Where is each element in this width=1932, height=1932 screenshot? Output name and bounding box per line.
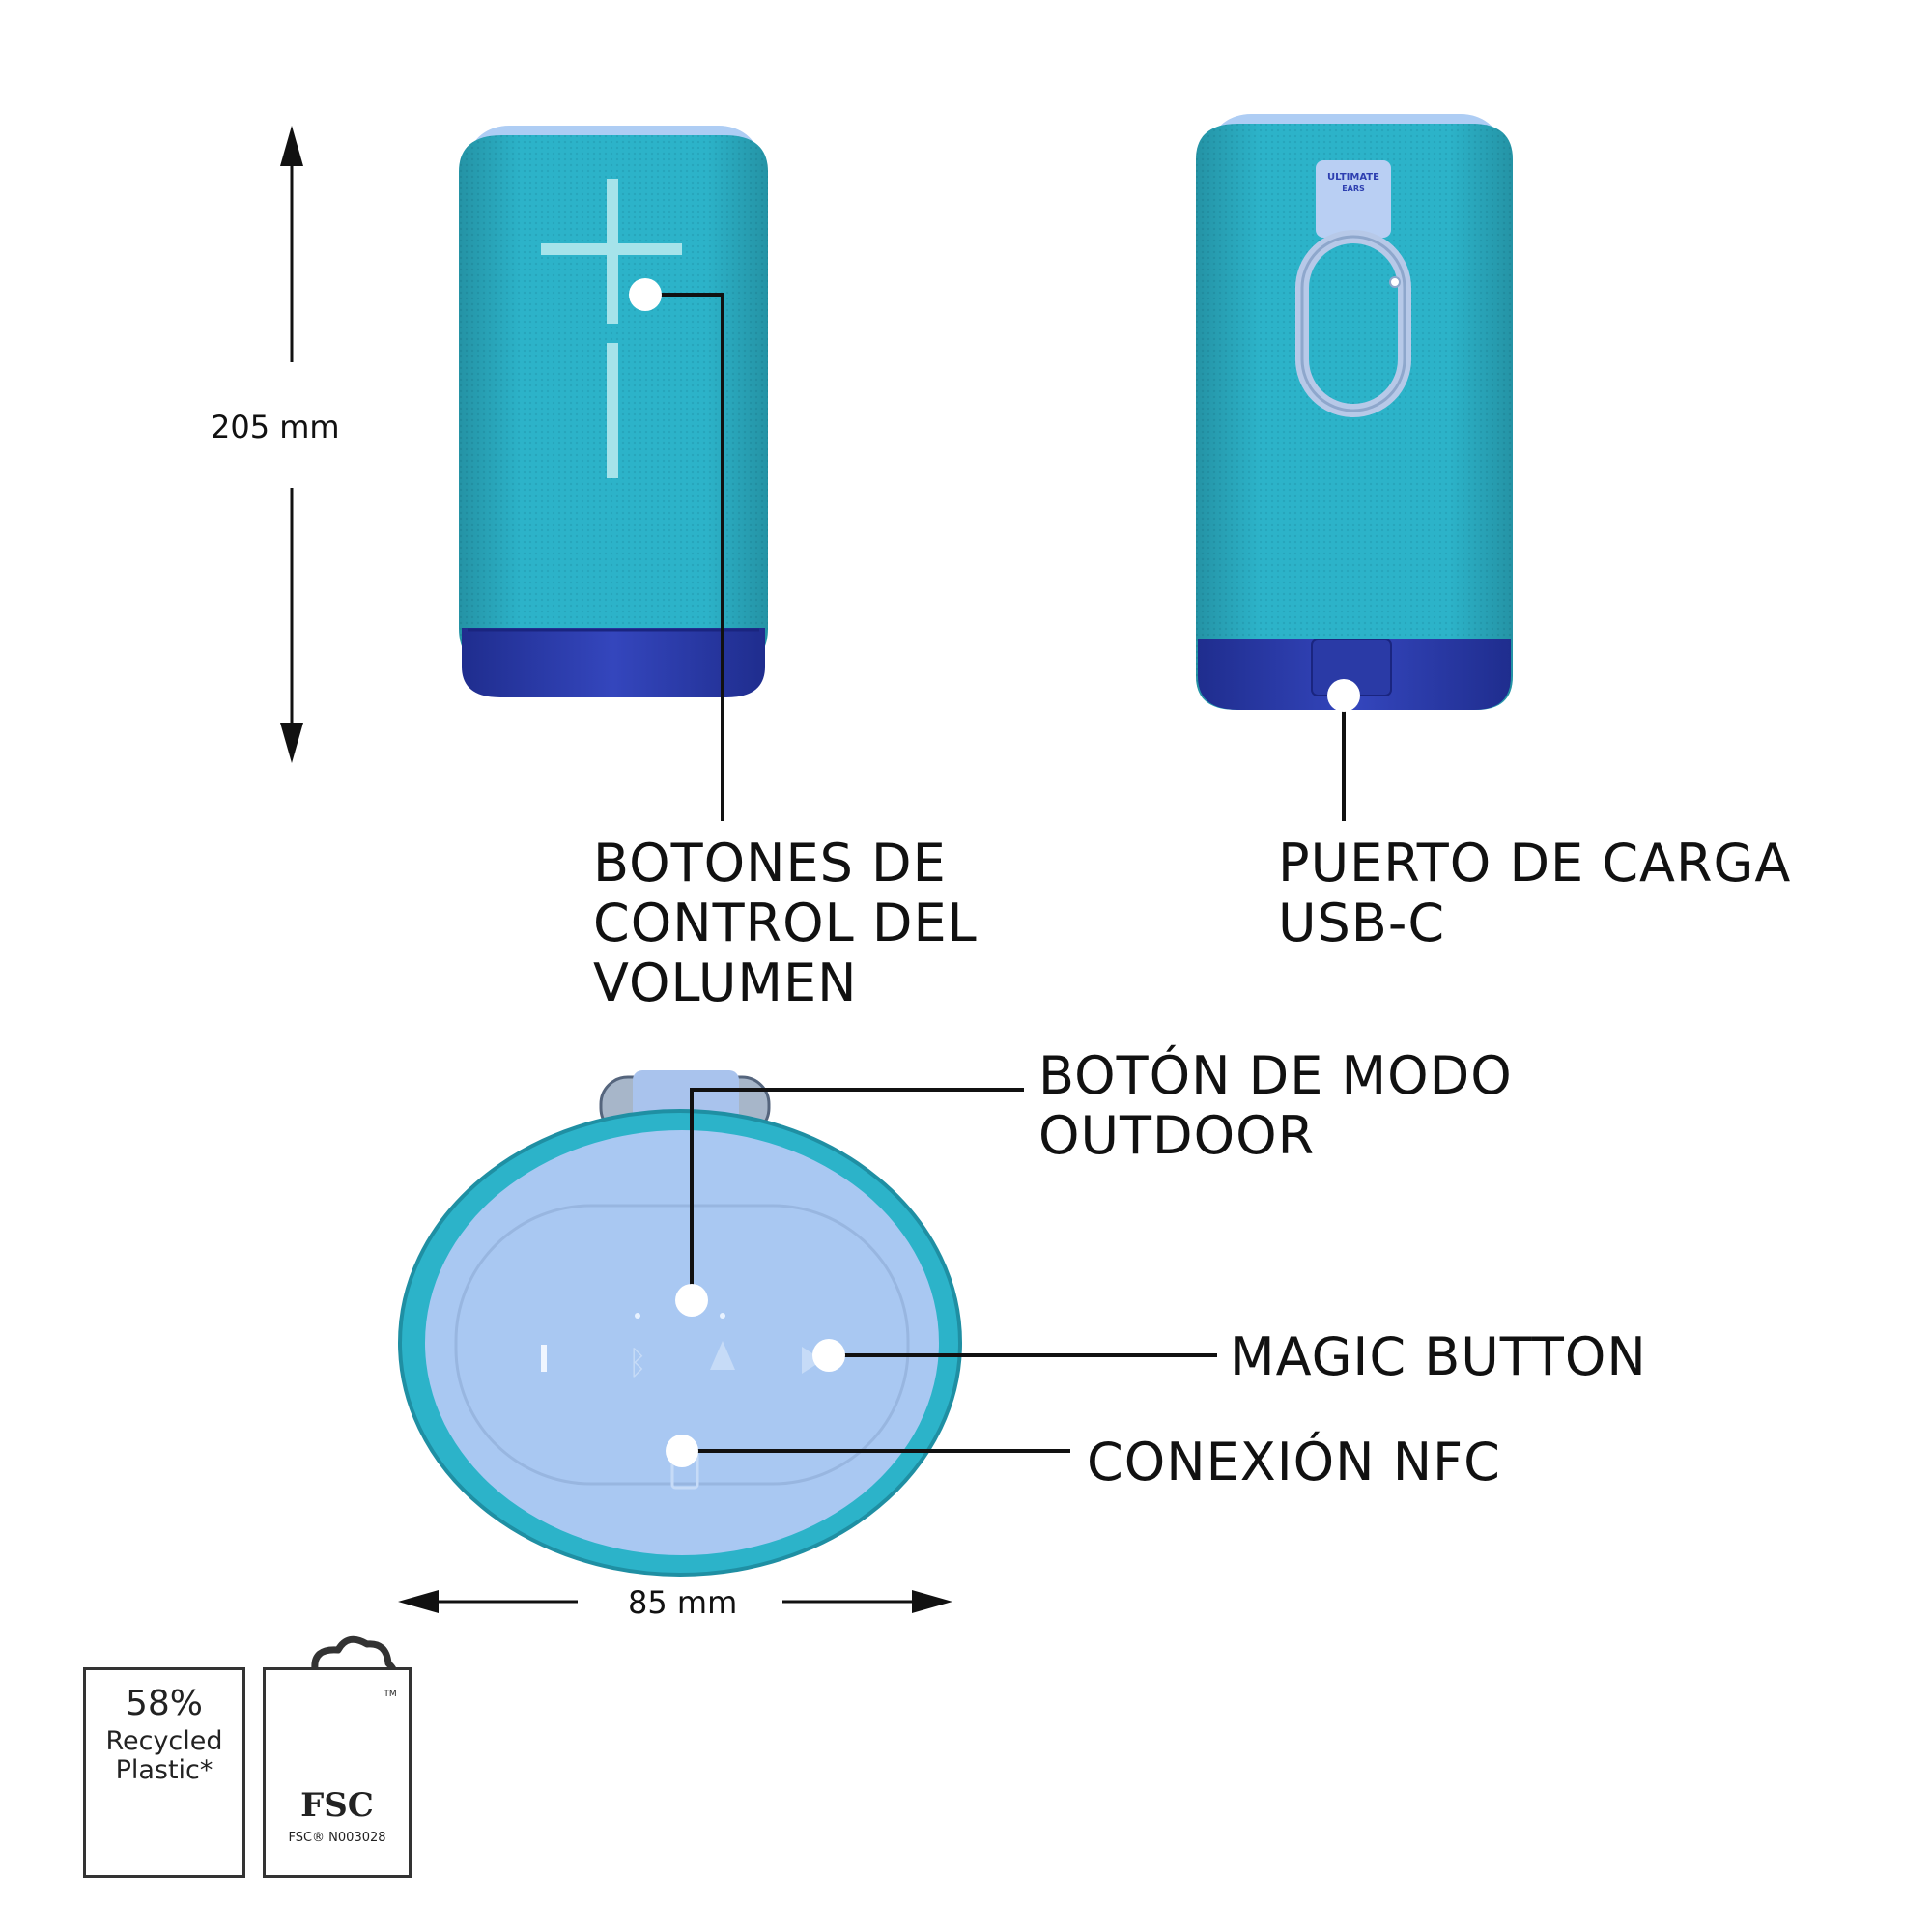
recycled-percent: 58% <box>125 1684 203 1723</box>
carabiner-loop <box>1295 160 1411 417</box>
callout-outdoor-mode: BOTÓN DE MODO OUTDOOR <box>1038 1046 1513 1166</box>
leader-magic <box>812 1339 1217 1372</box>
magic-marker-dot <box>812 1339 845 1372</box>
volume-marker-dot <box>629 278 662 311</box>
recycled-line2: Plastic* <box>115 1755 213 1785</box>
nfc-marker-dot <box>666 1435 698 1467</box>
callout-line: CONEXIÓN NFC <box>1087 1432 1501 1492</box>
fsc-label: FSC <box>300 1786 374 1825</box>
callout-line: VOLUMEN <box>593 952 858 1013</box>
speaker-back-view: ULTIMATE EARS <box>1196 114 1513 710</box>
bluetooth-icon[interactable]: ᛒ <box>628 1344 647 1382</box>
height-dimension-arrow <box>280 126 303 763</box>
fsc-code: FSC® N003028 <box>288 1831 386 1845</box>
callout-line: MAGIC BUTTON <box>1230 1326 1647 1387</box>
speaker-front-view <box>459 126 768 697</box>
back-brand-logo: ULTIMATE <box>1327 172 1379 183</box>
magic-button-icon[interactable] <box>802 1347 823 1374</box>
volume-minus-icon[interactable] <box>607 343 618 478</box>
width-dimension-arrow <box>398 1590 952 1613</box>
recycled-plastic-badge: 58% Recycled Plastic* <box>83 1667 245 1878</box>
back-brand-logo-line2: EARS <box>1342 185 1365 193</box>
callout-nfc: CONEXIÓN NFC <box>1087 1433 1501 1492</box>
callout-line: BOTONES DE <box>593 833 947 894</box>
fsc-badge: TM FSC FSC® N003028 <box>263 1667 412 1878</box>
callout-line: PUERTO DE CARGA <box>1278 833 1792 894</box>
callout-magic-button: MAGIC BUTTON <box>1230 1327 1647 1387</box>
top-control-icons: ᛒ <box>541 1313 823 1490</box>
leader-usb <box>1327 679 1360 821</box>
leader-nfc <box>666 1435 1070 1467</box>
recycled-line1: Recycled <box>105 1726 223 1756</box>
callout-line: USB-C <box>1278 893 1446 953</box>
fsc-tm: TM <box>384 1690 397 1699</box>
leader-volume <box>629 278 724 821</box>
leader-outdoor <box>675 1088 1024 1317</box>
callout-line: CONTROL DEL <box>593 893 978 953</box>
usb-marker-dot <box>1327 679 1360 712</box>
speaker-top-view: ᛒ <box>398 1070 962 1577</box>
width-label: 85 mm <box>628 1584 738 1621</box>
callout-line: OUTDOOR <box>1038 1105 1316 1166</box>
callout-line: BOTÓN DE MODO <box>1038 1045 1513 1106</box>
height-label: 205 mm <box>211 409 340 445</box>
power-icon[interactable] <box>541 1345 547 1372</box>
outdoor-marker-dot <box>675 1284 708 1317</box>
callout-charging-port: PUERTO DE CARGA USB-C <box>1278 834 1791 953</box>
callout-volume-buttons: BOTONES DE CONTROL DEL VOLUMEN <box>593 834 978 1013</box>
volume-plus-icon[interactable] <box>541 179 682 324</box>
outdoor-mode-icon[interactable] <box>710 1341 735 1370</box>
